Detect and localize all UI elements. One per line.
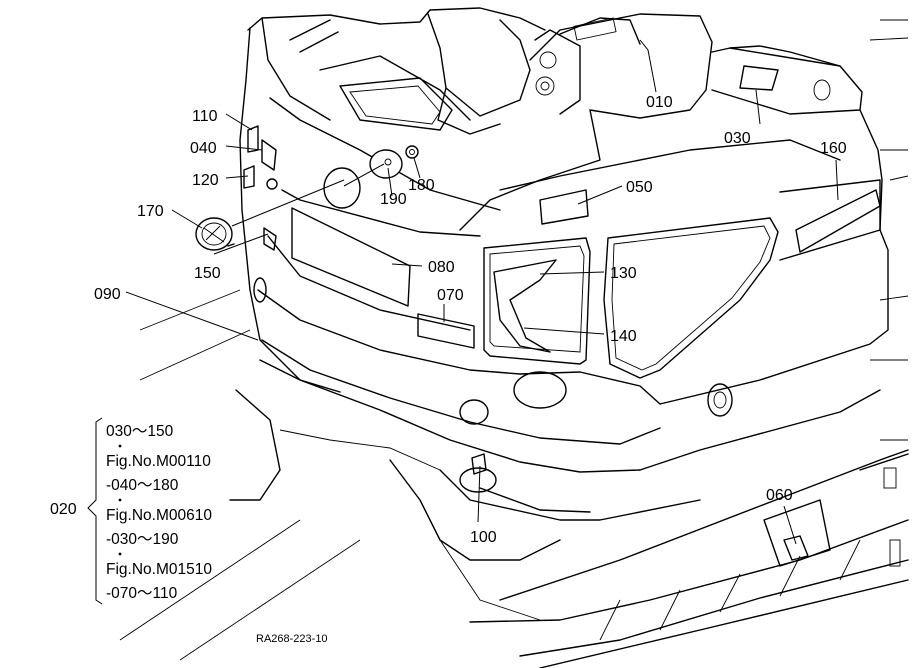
note-line-3: -040～180 — [106, 477, 179, 494]
callout-020: 020 — [50, 501, 77, 518]
decal-130-140 — [493, 259, 557, 353]
note-line-6: Fig.No.M01510 — [106, 561, 212, 578]
machine-outline — [119, 7, 909, 668]
decal-160 — [795, 189, 881, 253]
reference-note: 030～150 Fig.No.M00110 -040～180 Fig.No.M0… — [87, 417, 212, 605]
callout-130: 130 — [610, 265, 637, 282]
note-line-2: Fig.No.M00110 — [106, 453, 211, 470]
note-dot — [118, 444, 122, 448]
note-line-5: -030～190 — [106, 531, 179, 548]
front-window — [483, 237, 591, 365]
callout-140: 140 — [610, 328, 637, 345]
decal-080 — [291, 207, 411, 307]
callout-labels: 010 030 110 040 120 170 150 090 190 180 … — [50, 94, 847, 546]
note-dot — [118, 498, 122, 502]
note-line-4: Fig.No.M00610 — [106, 507, 212, 524]
part-100 — [471, 453, 487, 475]
drawing-code: RA268-223-10 — [256, 633, 328, 645]
callout-050: 050 — [626, 179, 653, 196]
decal-150 — [263, 227, 277, 251]
callout-070: 070 — [437, 287, 464, 304]
callout-190: 190 — [380, 191, 407, 208]
callout-090: 090 — [94, 286, 121, 303]
callout-170: 170 — [137, 203, 164, 220]
callout-150: 150 — [194, 265, 221, 282]
note-brace — [87, 417, 103, 605]
decal-070 — [417, 313, 475, 349]
callout-120: 120 — [192, 172, 219, 189]
note-line-7: -070～110 — [106, 585, 178, 602]
callout-100: 100 — [470, 529, 497, 546]
callout-010: 010 — [646, 94, 673, 111]
note-line-1: 030～150 — [106, 423, 174, 440]
decal-050 — [539, 189, 589, 225]
decal-060 — [783, 535, 809, 561]
callout-060: 060 — [766, 487, 793, 504]
part-180-washer — [405, 145, 419, 159]
decal-030 — [739, 65, 779, 91]
note-dot — [118, 552, 122, 556]
callout-160: 160 — [820, 140, 847, 157]
callout-180: 180 — [408, 177, 435, 194]
leader-lines — [125, 39, 839, 545]
part-170-cap — [195, 217, 235, 251]
callout-110: 110 — [192, 108, 218, 125]
callout-080: 080 — [428, 259, 455, 276]
bolt-050 — [266, 178, 278, 190]
callout-030: 030 — [724, 130, 751, 147]
callout-040: 040 — [190, 140, 217, 157]
part-190-disc — [369, 149, 403, 179]
